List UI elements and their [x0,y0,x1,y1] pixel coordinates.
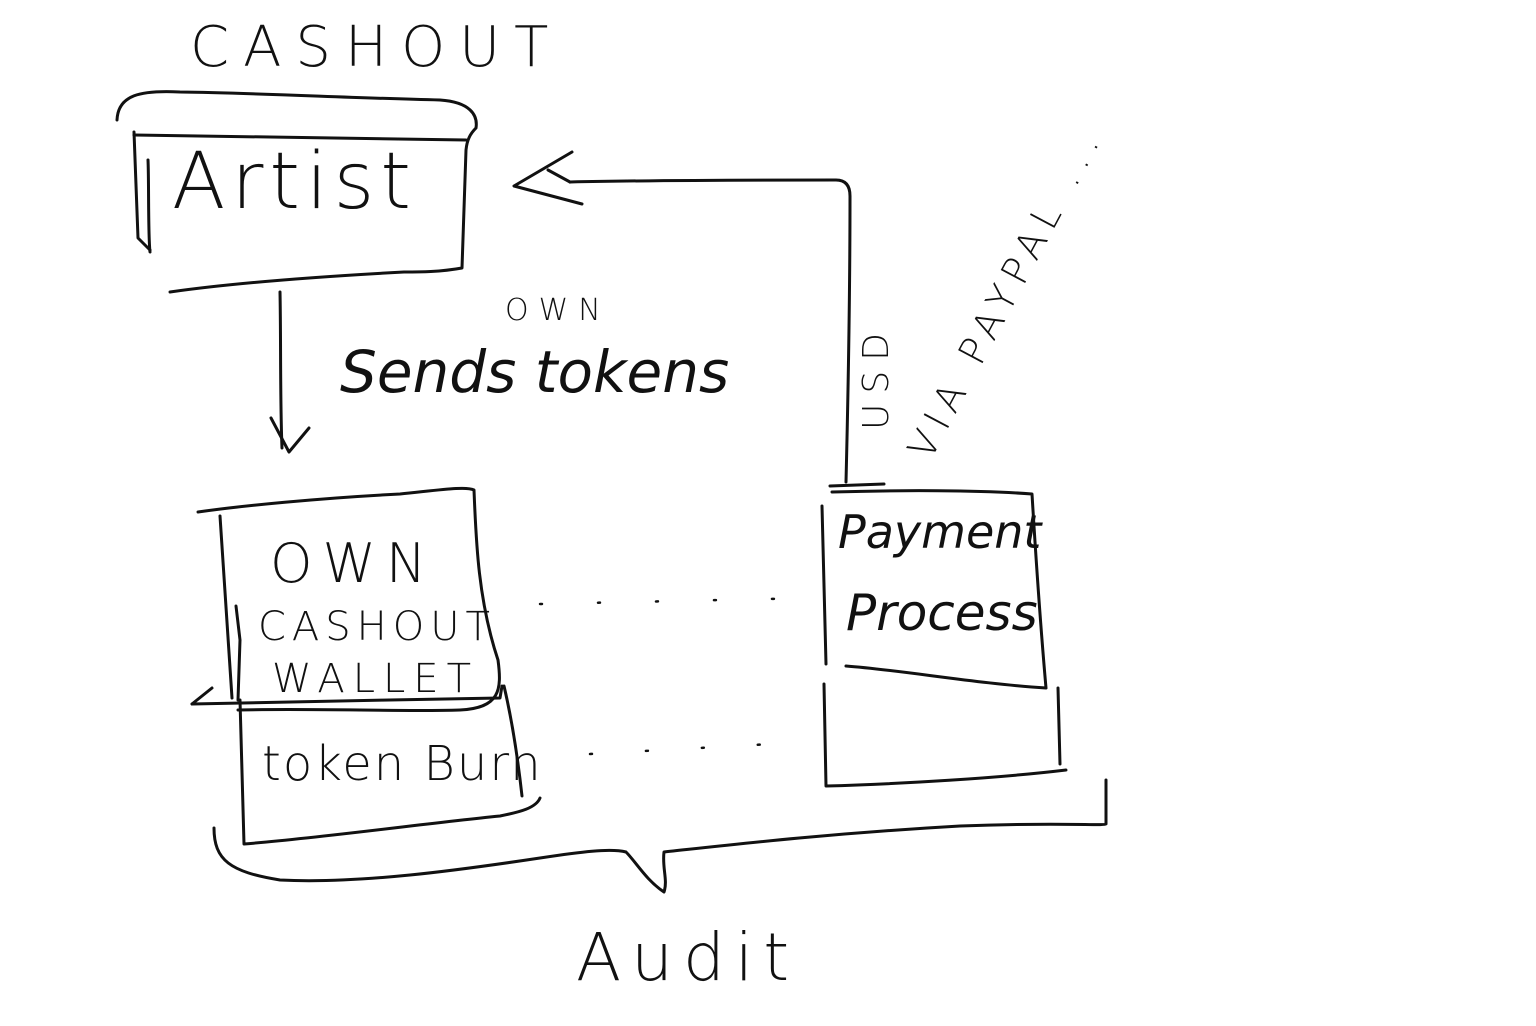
send-tokens-arrowhead [269,416,311,454]
payment-processor-node: Payment Process [820,482,1068,788]
audit-brace [212,778,1108,894]
artist-node: Artist [115,90,478,294]
diagram-title: CASHOUT [190,15,562,80]
audit-group: Audit [212,778,1108,996]
artist-box [115,90,478,294]
wallet-label-line3: WALLET [272,656,479,702]
usd-payout-line [568,178,852,484]
wallet-node: OWN CASHOUT WALLET [190,486,504,713]
artist-label: Artist [172,137,417,227]
send-tokens-edge: OWN Sends tokens [269,290,729,454]
token-burn-label: token Burn [262,736,543,792]
usd-payout-label-line1: USD [856,323,897,430]
wallet-label-line2: CASHOUT [258,604,496,650]
audit-label: Audit [576,919,799,996]
send-tokens-label: Sends tokens [340,338,729,406]
usd-payout-arrowhead [512,150,584,206]
wallet-label-line1: OWN [270,532,436,595]
send-tokens-label-top: OWN [505,293,611,328]
token-burn-node: token Burn [238,684,543,846]
send-tokens-line [278,290,284,450]
token-burn-box [238,698,542,846]
payment-processor-line1: Payment [838,505,1043,559]
wallet-box [196,486,501,713]
audit-dotted-links [538,596,814,756]
usd-payout-label-line2: VIA PAYPAL ... [899,119,1112,466]
payment-processor-box [830,489,1048,690]
payment-processor-line2: Process [846,584,1038,642]
